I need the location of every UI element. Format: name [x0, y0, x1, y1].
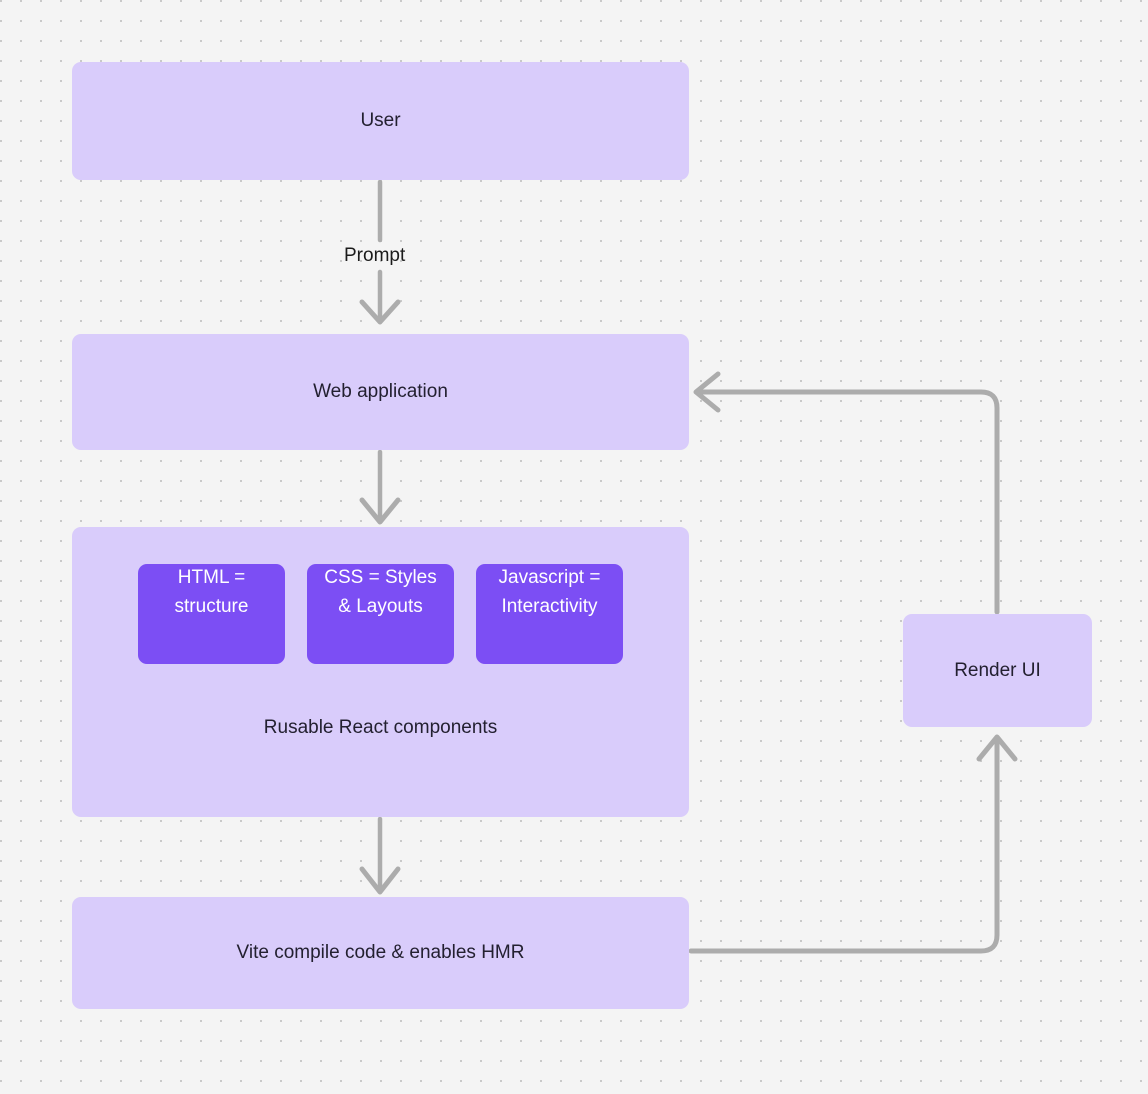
- components-caption: Rusable React components: [263, 717, 498, 738]
- node-html-structure-line1: HTML =: [177, 567, 246, 588]
- edge-label-prompt: Prompt: [344, 245, 406, 266]
- node-web-application[interactable]: Web application: [72, 334, 689, 450]
- node-javascript-interactivity-line2: Interactivity: [501, 595, 598, 617]
- node-css-styles-layouts-line1: CSS = Styles: [324, 567, 437, 588]
- node-javascript-interactivity[interactable]: Javascript = Interactivity: [476, 564, 623, 664]
- node-render-ui-label: Render UI: [954, 659, 1041, 681]
- edge-components-to-vite: [359, 816, 401, 895]
- node-javascript-interactivity-line1: Javascript =: [498, 567, 601, 588]
- node-web-application-label: Web application: [313, 381, 448, 403]
- node-vite-label: Vite compile code & enables HMR: [236, 942, 525, 964]
- node-reusable-react-components[interactable]: HTML = structure CSS = Styles & Layouts …: [72, 527, 689, 817]
- component-box-row: HTML = structure CSS = Styles & Layouts …: [72, 564, 689, 664]
- node-html-structure[interactable]: HTML = structure: [138, 564, 285, 664]
- edge-render-to-webapp: [693, 371, 1000, 615]
- node-render-ui[interactable]: Render UI: [903, 614, 1092, 727]
- node-vite[interactable]: Vite compile code & enables HMR: [72, 897, 689, 1009]
- edge-webapp-to-components: [359, 449, 401, 525]
- edge-vite-to-render: [688, 734, 1018, 954]
- node-css-styles-layouts-line2: & Layouts: [338, 595, 423, 617]
- node-user-label: User: [360, 110, 401, 132]
- node-html-structure-line2: structure: [174, 595, 249, 617]
- node-user[interactable]: User: [72, 62, 689, 180]
- node-css-styles-layouts[interactable]: CSS = Styles & Layouts: [307, 564, 454, 664]
